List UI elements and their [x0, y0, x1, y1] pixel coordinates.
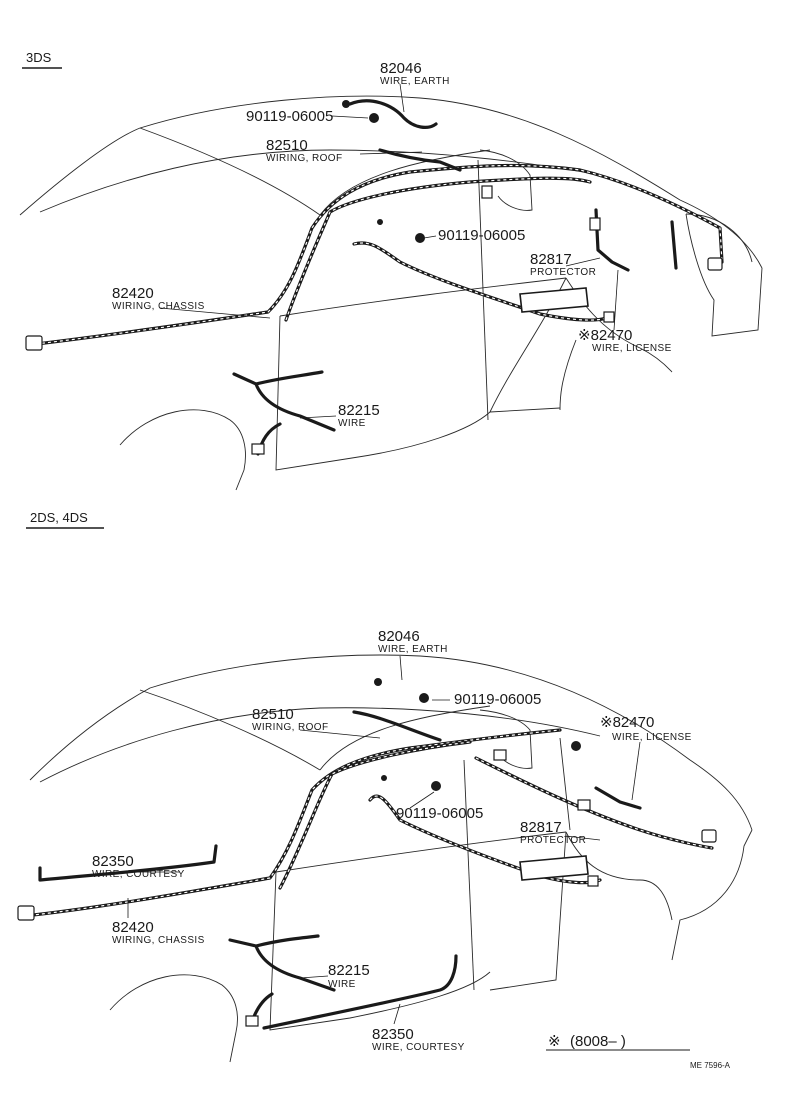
part-number-bolt-mid: 90119-06005: [396, 805, 483, 822]
footnote-text: (8008– ): [570, 1033, 626, 1050]
part-number-wire: 82215: [328, 962, 370, 979]
part-name-protector: PROTECTOR: [520, 835, 586, 846]
wiring-harness: [25, 99, 724, 456]
part-number-protector: 82817: [520, 819, 562, 836]
part-number-chassis: 82420: [112, 285, 154, 302]
part-name-protector: PROTECTOR: [530, 267, 596, 278]
part-number-roof: 82510: [266, 137, 308, 154]
section-title-3ds: 3DS: [26, 50, 52, 65]
drawing-reference: ME 7596-A: [690, 1061, 731, 1070]
part-name-chassis: WIRING, CHASSIS: [112, 935, 205, 946]
part-number-earth: 82046: [378, 628, 420, 645]
footnote-mark: ※: [548, 1033, 561, 1050]
part-name-earth: WIRE, EARTH: [378, 644, 448, 655]
part-number-earth: 82046: [380, 60, 422, 77]
part-number-license: ※82470: [578, 327, 632, 344]
section-2ds-4ds: 2DS, 4DS: [17, 510, 753, 1063]
part-number-chassis: 82420: [112, 919, 154, 936]
part-number-courtesy-b: 82350: [372, 1026, 414, 1043]
part-number-license: ※82470: [600, 714, 654, 731]
part-name-wire: WIRE: [328, 979, 356, 990]
part-number-wire: 82215: [338, 402, 380, 419]
part-name-roof: WIRING, ROOF: [266, 153, 342, 164]
part-name-license: WIRE, LICENSE: [612, 732, 692, 743]
part-number-bolt-mid: 90119-06005: [438, 227, 525, 244]
section-title-2ds-4ds: 2DS, 4DS: [30, 510, 88, 525]
section-3ds: 3DS: [19, 50, 763, 491]
part-number-courtesy-a: 82350: [92, 853, 134, 870]
part-number-bolt-top: 90119-06005: [454, 691, 541, 708]
part-name-roof: WIRING, ROOF: [252, 722, 328, 733]
part-number-protector: 82817: [530, 251, 572, 268]
wiring-harness: [17, 678, 717, 1030]
part-name-chassis: WIRING, CHASSIS: [112, 301, 205, 312]
footnote: ※ (8008– ): [546, 1033, 690, 1051]
part-name-license: WIRE, LICENSE: [592, 343, 672, 354]
part-name-courtesy-b: WIRE, COURTESY: [372, 1042, 465, 1053]
leader-lines: [159, 83, 619, 419]
part-name-courtesy-a: WIRE, COURTESY: [92, 869, 185, 880]
part-number-bolt-top: 90119-06005: [246, 108, 333, 125]
part-name-earth: WIRE, EARTH: [380, 76, 450, 87]
part-name-wire: WIRE: [338, 418, 366, 429]
car-body-outline: [29, 654, 753, 1063]
leader-lines: [120, 655, 641, 1025]
part-number-roof: 82510: [252, 706, 294, 723]
